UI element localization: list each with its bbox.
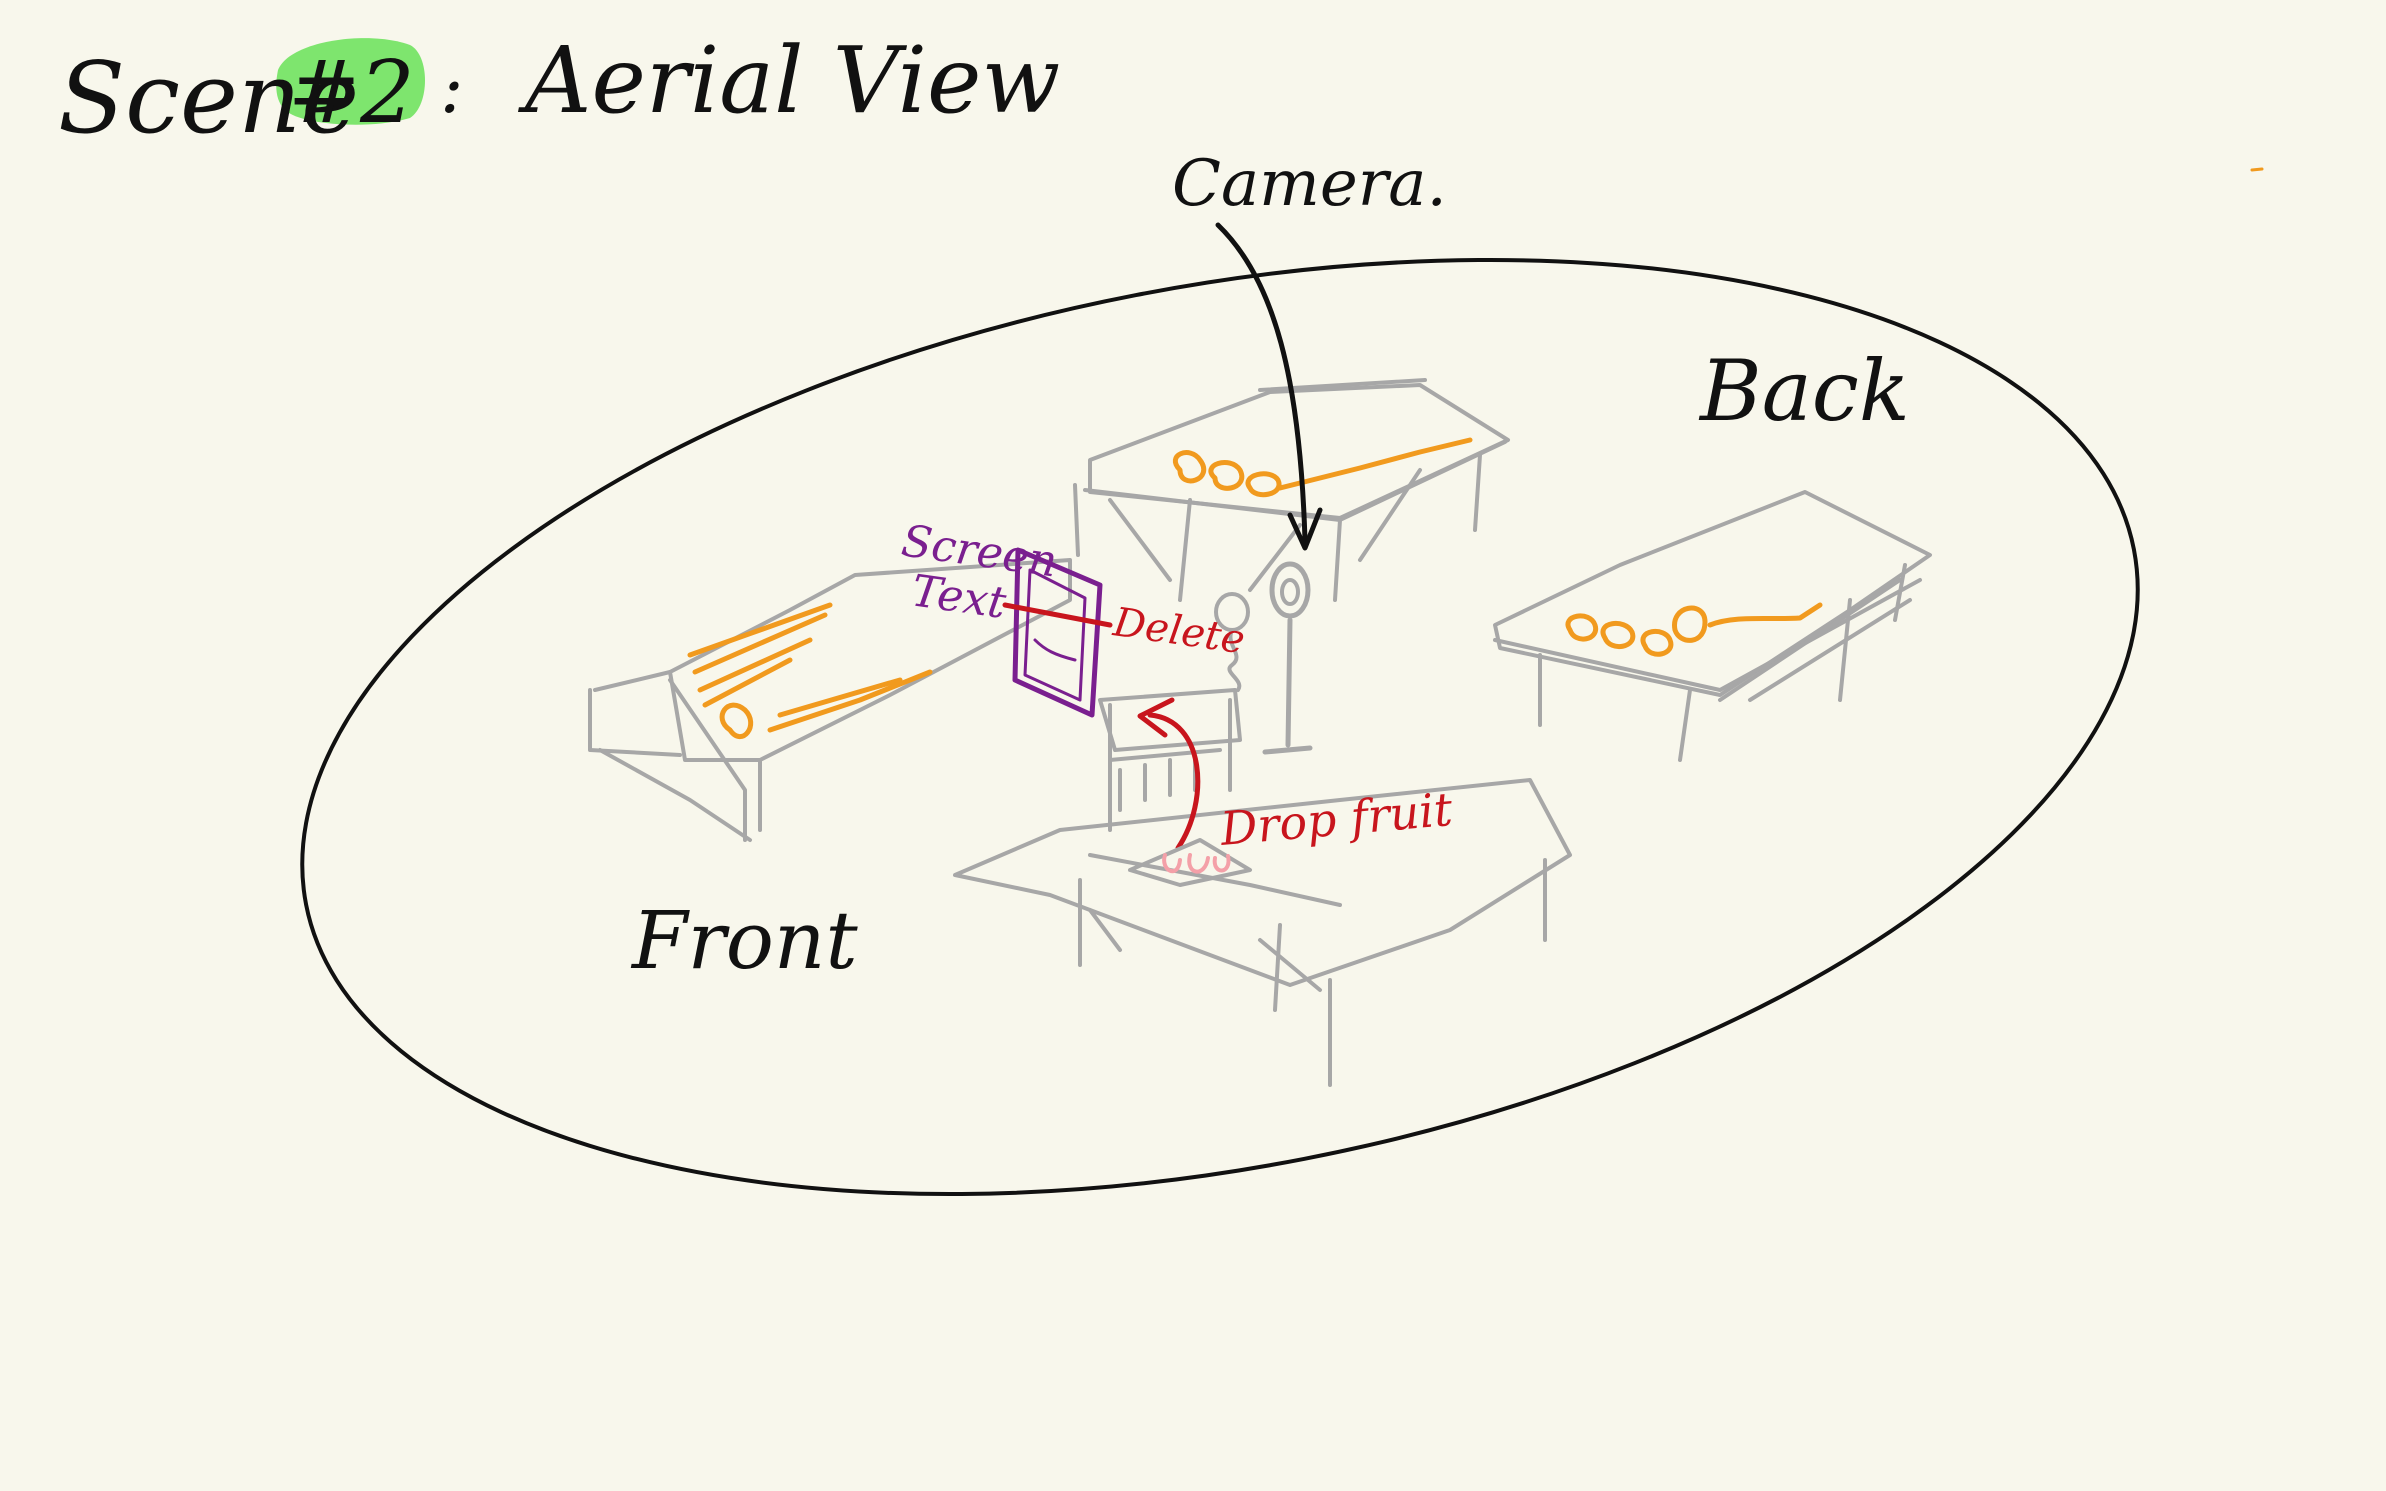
fruit-right xyxy=(1565,602,1823,657)
camera-arrow-head xyxy=(1287,507,1323,551)
table-right xyxy=(1493,490,1932,762)
table-back-center xyxy=(1073,378,1510,602)
camera-label: Camera. xyxy=(1172,147,1447,221)
arrow-icon xyxy=(1215,222,1308,543)
shelf-cart xyxy=(1098,688,1242,832)
title-number-highlight xyxy=(276,38,425,125)
delete-label: Delete xyxy=(1110,599,1248,663)
table-left xyxy=(588,558,1072,842)
title-rest: Aerial View xyxy=(517,27,1060,134)
stray-mark xyxy=(2250,167,2264,172)
front-label: Front xyxy=(630,894,858,987)
drop-item xyxy=(1128,838,1252,887)
title-number: #2 xyxy=(288,43,415,143)
title-prefix: Scene xyxy=(58,42,359,156)
room-outline xyxy=(300,257,2140,1197)
drop-fruit-label: Drop fruit xyxy=(1217,782,1455,856)
title-separator: : xyxy=(440,47,464,129)
delete-strike xyxy=(1002,602,1113,628)
drop-fruit-arrow xyxy=(1147,712,1201,851)
fruit-left xyxy=(687,602,933,739)
fruit-back-center xyxy=(1172,437,1473,498)
camera-tripod-icon xyxy=(1214,561,1313,755)
back-label: Back xyxy=(1698,342,1910,440)
scene-title: Scene #2 : Aerial View xyxy=(58,27,1060,156)
drop-fruit-arrow-head xyxy=(1137,697,1175,738)
screen-board xyxy=(1012,547,1103,718)
